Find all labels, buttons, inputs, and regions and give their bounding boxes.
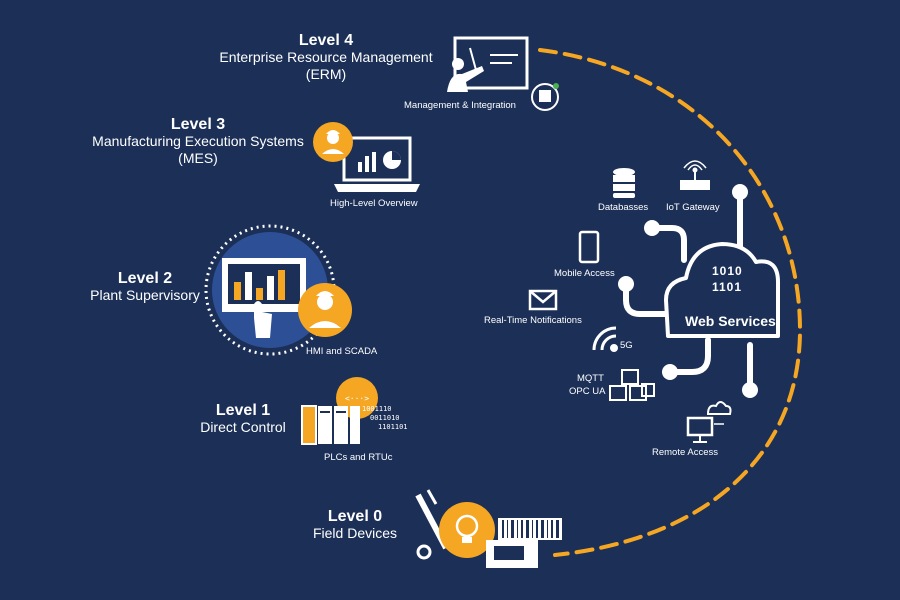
dashed-connector-arc bbox=[538, 48, 803, 557]
level-3-label: Level 3 Manufacturing Execution Systems … bbox=[78, 116, 318, 167]
plc-code-line: 0011010 bbox=[370, 414, 400, 422]
level-2-label: Level 2 Plant Supervisory bbox=[70, 270, 220, 304]
level-2-subtitle: Plant Supervisory bbox=[90, 287, 200, 303]
network-connectors bbox=[623, 189, 753, 391]
plc-icon: <···> bbox=[301, 377, 378, 445]
level-1-label: Level 1 Direct Control bbox=[188, 402, 298, 436]
level-4-title: Level 4 bbox=[298, 32, 354, 49]
coder-icon bbox=[298, 283, 352, 337]
connector-nodes bbox=[618, 184, 758, 398]
level-1-title: Level 1 bbox=[215, 402, 271, 419]
level-4-label: Level 4 Enterprise Resource Management (… bbox=[205, 32, 447, 83]
level-0-label: Level 0 Field Devices bbox=[300, 508, 410, 542]
binary-line: 1101 bbox=[712, 280, 743, 294]
boxes-icon bbox=[609, 369, 655, 401]
opcua-label: OPC UA bbox=[569, 386, 606, 397]
level-0-title: Level 0 bbox=[327, 508, 383, 525]
iot-gateway-icon bbox=[680, 160, 710, 190]
cloud-icon bbox=[664, 242, 780, 338]
mqtt-label: MQTT bbox=[577, 373, 604, 384]
level-3-title: Level 3 bbox=[170, 116, 226, 133]
databases-label: Databasses bbox=[598, 202, 649, 213]
level-2-caption: HMI and SCADA bbox=[306, 346, 378, 357]
mobile-access-label: Mobile Access bbox=[554, 268, 615, 279]
plc-code-line: 1001110 bbox=[362, 405, 392, 413]
plc-code-line: 1101101 bbox=[378, 423, 408, 431]
fiveg-label: 5G bbox=[620, 340, 633, 351]
web-services-label: Web Services bbox=[685, 313, 776, 329]
lightbulb-icon bbox=[439, 502, 495, 558]
binary-code: 1010 1101 bbox=[712, 263, 743, 295]
wireless-signal-icon bbox=[592, 326, 618, 352]
svg-text:<···>: <···> bbox=[345, 394, 369, 403]
remote-access-label: Remote Access bbox=[652, 447, 718, 458]
mobile-phone-icon bbox=[578, 230, 600, 264]
notifications-label: Real-Time Notifications bbox=[484, 315, 582, 326]
level-4-subtitle: Enterprise Resource Management bbox=[219, 49, 433, 65]
remote-monitor-icon bbox=[686, 401, 732, 443]
level-3-subtitle: Manufacturing Execution Systems bbox=[92, 133, 304, 149]
level-3-subtitle-2: (MES) bbox=[178, 150, 218, 166]
email-icon bbox=[528, 289, 558, 311]
level-2-title: Level 2 bbox=[117, 270, 173, 287]
level-1-caption: PLCs and RTUc bbox=[324, 452, 393, 463]
level-0-subtitle: Field Devices bbox=[312, 525, 398, 541]
level-4-caption: Management & Integration bbox=[404, 100, 516, 111]
level-4-subtitle-2: (ERM) bbox=[305, 66, 347, 82]
integration-cycle-icon bbox=[531, 83, 559, 111]
level-3-caption: High-Level Overview bbox=[330, 198, 418, 209]
scada-monitor-icon bbox=[204, 224, 336, 356]
level-1-subtitle: Direct Control bbox=[200, 419, 286, 435]
database-icon bbox=[613, 168, 635, 198]
presentation-board-icon bbox=[447, 36, 529, 92]
plc-binary-code: 1001110 0011010 1101101 bbox=[362, 405, 408, 432]
engineer-icon bbox=[313, 122, 353, 162]
barcode-scanner-icon bbox=[486, 518, 562, 568]
binary-line: 1010 bbox=[712, 264, 743, 278]
laptop-chart-icon bbox=[334, 136, 420, 192]
iot-gateway-label: IoT Gateway bbox=[666, 202, 720, 213]
